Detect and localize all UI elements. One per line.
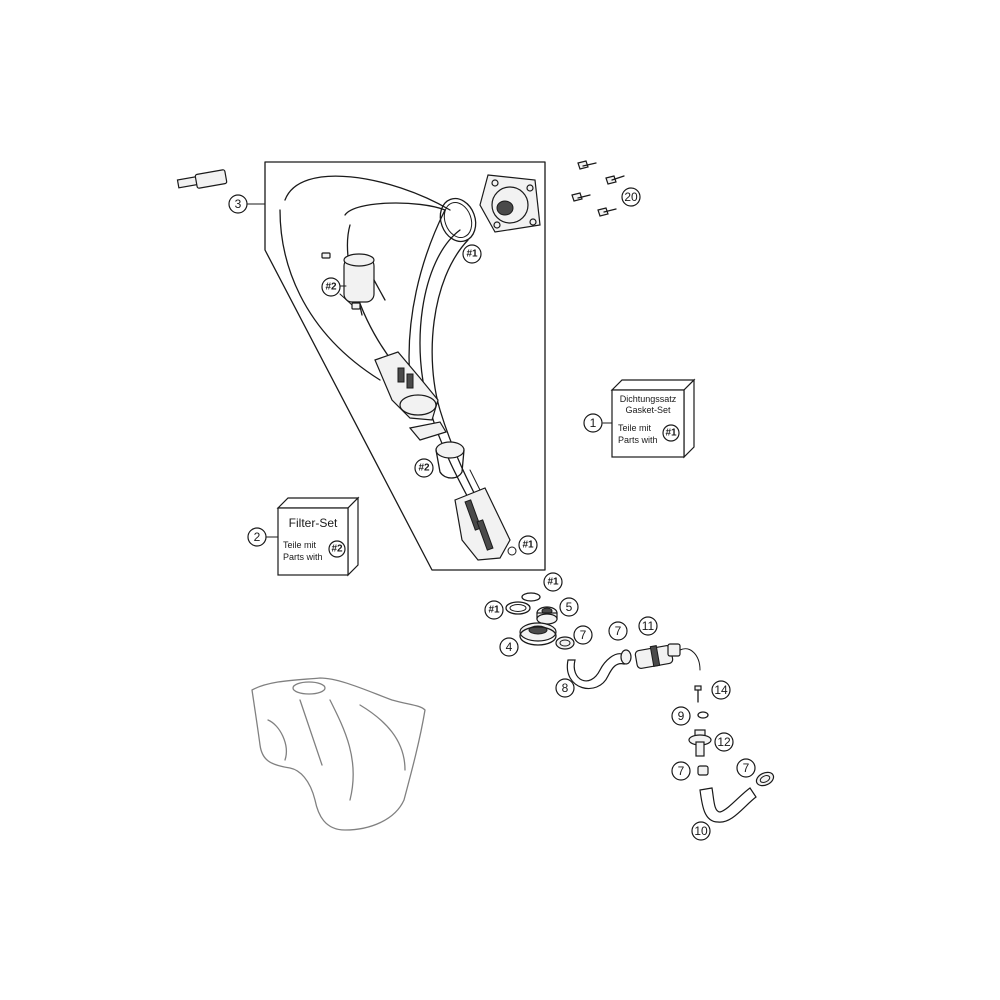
filter-box-line2: Parts with xyxy=(283,552,323,562)
pump-sleeve xyxy=(435,441,465,479)
callout-14: 14 xyxy=(711,680,731,700)
callout-10: 10 xyxy=(691,821,711,841)
callout-12: 12 xyxy=(714,732,734,752)
svg-text:11: 11 xyxy=(642,619,655,633)
fuel-tank xyxy=(251,677,426,831)
tank-flange-ring xyxy=(519,622,557,646)
svg-text:#2: #2 xyxy=(331,544,343,555)
pump-bracket xyxy=(408,421,447,441)
hose-clamp-1 xyxy=(555,636,575,650)
pump-o-ring xyxy=(507,546,517,556)
fuel-lines xyxy=(279,175,489,521)
svg-text:3: 3 xyxy=(235,197,242,211)
gasket-box-title-en: Gasket-Set xyxy=(625,405,671,415)
callout-h2-filter: #2 xyxy=(321,277,341,297)
callout-9: 9 xyxy=(671,706,691,726)
svg-text:#1: #1 xyxy=(665,428,677,439)
callout-11: 11 xyxy=(638,616,658,636)
svg-text:2: 2 xyxy=(254,530,261,544)
svg-text:#1: #1 xyxy=(522,540,534,551)
filter-set-box: Filter-Set Teile mit Parts with xyxy=(276,496,360,577)
svg-text:#2: #2 xyxy=(418,463,430,474)
gasket-box-line1: Teile mit xyxy=(618,423,652,433)
svg-text:#2: #2 xyxy=(325,282,337,293)
svg-text:9: 9 xyxy=(678,709,685,723)
callout-2: 2 xyxy=(247,527,267,547)
callout-3: 3 xyxy=(228,194,248,214)
wire-connector xyxy=(176,169,228,189)
callout-h1-washer-left: #1 xyxy=(484,600,504,620)
screw-14 xyxy=(694,685,702,703)
callout-7-b: 7 xyxy=(608,621,628,641)
pump-holder xyxy=(374,351,439,421)
filter-clip-upper xyxy=(321,252,331,259)
fuel-filter xyxy=(343,253,386,316)
o-ring-9 xyxy=(697,711,709,719)
hose-clamp-2 xyxy=(620,649,632,665)
svg-text:8: 8 xyxy=(562,681,569,695)
callout-5: 5 xyxy=(559,597,579,617)
svg-text:12: 12 xyxy=(717,735,731,749)
filter-box-ref-callout: #2 xyxy=(328,540,346,558)
svg-text:4: 4 xyxy=(506,640,513,654)
assembly-frame xyxy=(264,161,546,571)
svg-text:7: 7 xyxy=(615,624,622,638)
o-ring-washer-1 xyxy=(505,601,531,615)
svg-text:#1: #1 xyxy=(466,249,478,260)
fuel-hose-8 xyxy=(566,653,625,690)
svg-text:7: 7 xyxy=(743,761,750,775)
o-ring-washer-2 xyxy=(521,592,541,602)
callout-7-a: 7 xyxy=(573,625,593,645)
pump-flange xyxy=(479,174,541,233)
svg-text:#1: #1 xyxy=(547,577,559,588)
svg-text:14: 14 xyxy=(714,683,728,697)
callout-8: 8 xyxy=(555,678,575,698)
callout-7-c: 7 xyxy=(671,761,691,781)
hose-clamp-4 xyxy=(755,771,775,787)
gasket-box-title-de: Dichtungssatz xyxy=(620,394,677,404)
filter-box-line1: Teile mit xyxy=(283,540,317,550)
fuel-hose-10 xyxy=(699,787,757,823)
gasket-box-line2: Parts with xyxy=(618,435,658,445)
quick-connector-nut xyxy=(536,606,558,625)
svg-text:5: 5 xyxy=(566,600,573,614)
flange-gasket-ring xyxy=(439,197,477,243)
quick-coupling xyxy=(634,643,681,669)
svg-text:20: 20 xyxy=(624,190,638,204)
hose-nipple-12 xyxy=(688,729,712,757)
svg-text:7: 7 xyxy=(678,764,685,778)
gasket-set-box: Dichtungssatz Gasket-Set Teile mit Parts… xyxy=(610,378,696,459)
callout-h1-pump: #1 xyxy=(518,535,538,555)
callout-h2-sleeve: #2 xyxy=(414,458,434,478)
svg-text:10: 10 xyxy=(694,824,708,838)
callout-h1-flange: #1 xyxy=(462,244,482,264)
svg-text:1: 1 xyxy=(590,416,597,430)
callout-4: 4 xyxy=(499,637,519,657)
filter-clip-lower xyxy=(351,302,361,310)
gasket-box-ref-callout: #1 xyxy=(662,424,680,442)
coupling-wire xyxy=(679,648,701,671)
callout-20: 20 xyxy=(621,187,641,207)
hose-clamp-3 xyxy=(697,765,709,776)
callout-1: 1 xyxy=(583,413,603,433)
fuel-pump xyxy=(454,469,511,561)
filter-box-title: Filter-Set xyxy=(289,516,338,530)
svg-text:7: 7 xyxy=(580,628,587,642)
svg-text:#1: #1 xyxy=(488,605,500,616)
callout-7-d: 7 xyxy=(736,758,756,778)
flange-bolts xyxy=(571,160,625,217)
callout-h1-washer-top: #1 xyxy=(543,572,563,592)
